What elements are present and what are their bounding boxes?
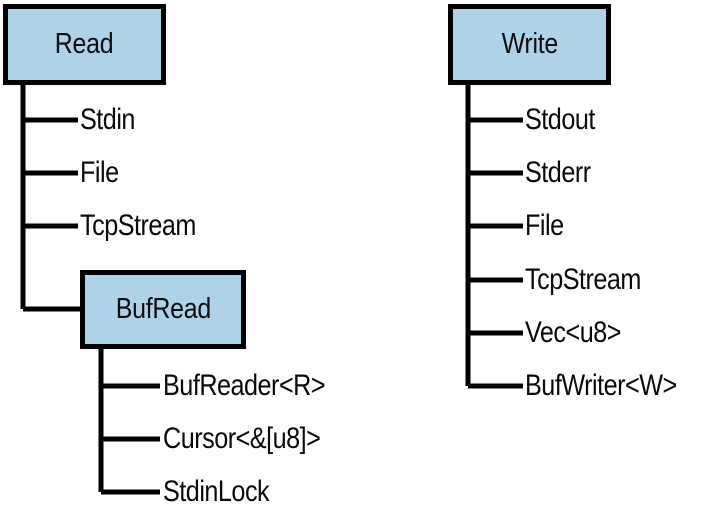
leaf-label-write-vecu8: Vec<u8> (525, 316, 621, 349)
leaf-label-read-tcpstream: TcpStream (80, 209, 196, 242)
leaf-label-read-stdin: Stdin (80, 103, 135, 136)
trait-box-bufread[interactable]: BufRead (80, 270, 246, 349)
trait-box-read[interactable]: Read (3, 4, 166, 85)
trait-box-read-label: Read (55, 28, 114, 60)
leaf-label-write-stdout: Stdout (525, 103, 595, 136)
leaf-label-write-file: File (525, 209, 564, 242)
leaf-label-bufread-stdinlock: StdinLock (163, 475, 270, 508)
leaf-label-write-stderr: Stderr (525, 156, 591, 189)
leaf-label-write-tcpstream: TcpStream (525, 263, 641, 296)
leaf-label-bufread-cursor: Cursor<&[u8]> (163, 422, 321, 455)
trait-box-write[interactable]: Write (448, 4, 611, 85)
trait-box-write-label: Write (501, 28, 558, 60)
leaf-label-read-file: File (80, 156, 119, 189)
leaf-label-write-bufwriter: BufWriter<W> (525, 369, 677, 402)
trait-box-bufread-label: BufRead (115, 293, 211, 325)
leaf-label-bufread-bufreader: BufReader<R> (163, 369, 326, 402)
